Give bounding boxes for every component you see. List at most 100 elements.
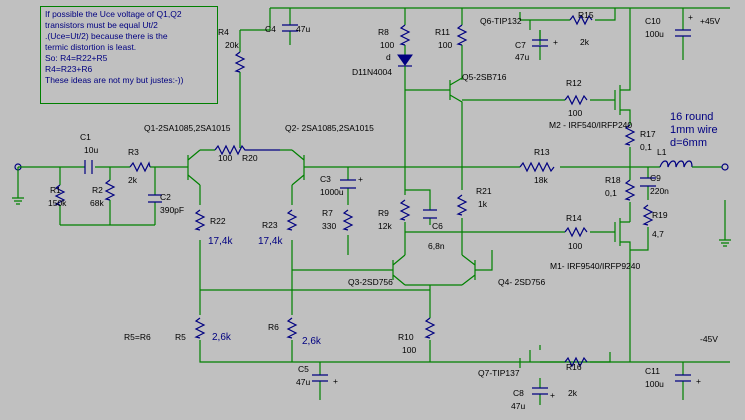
c9-label: C9 <box>650 173 661 183</box>
r9-node <box>404 222 462 255</box>
r11-label: R11 <box>435 27 450 37</box>
q4-label: Q4- 2SD756 <box>498 277 546 287</box>
c4-c5-wires <box>289 8 321 400</box>
r21-resistor <box>456 194 468 216</box>
c3-capacitor <box>340 179 356 189</box>
r16-label: R16 <box>566 362 582 372</box>
r16-value: 2k <box>568 388 578 398</box>
r8-suffix: d <box>386 52 391 62</box>
r14-label: R14 <box>566 213 582 223</box>
c11-label: C11 <box>645 366 660 376</box>
c10-plus: + <box>688 12 693 22</box>
c10-label: C10 <box>645 16 661 26</box>
r6-label: R6 <box>268 322 279 332</box>
r22-label: R22 <box>210 216 226 226</box>
r15-resistor <box>569 14 593 26</box>
d1-diode-icon <box>397 54 413 66</box>
negative-supply-label: -45V <box>700 334 718 344</box>
r15-value: 2k <box>580 37 590 47</box>
c7-plus: + <box>553 37 558 47</box>
c3-value: 1000u <box>320 187 344 197</box>
q1-transistor <box>187 149 201 186</box>
c6-wire <box>405 189 431 225</box>
c2-capacitor <box>148 194 162 203</box>
r14-value: 100 <box>568 241 582 251</box>
coil-note-1: 16 round <box>670 111 713 123</box>
r4-to-rail <box>240 8 271 31</box>
note-line: transistors must be equal Ut/2 <box>45 20 158 30</box>
c8-label: C8 <box>513 388 524 398</box>
r3-value: 2k <box>128 175 138 185</box>
mirror-links <box>200 250 493 291</box>
r5-r6-to-rail <box>199 340 293 363</box>
q5-transistor <box>405 77 463 190</box>
r22-resistor <box>194 209 206 231</box>
r13-value: 18k <box>534 175 548 185</box>
input-ground-icon <box>12 167 24 205</box>
r13-label: R13 <box>534 147 550 157</box>
note-line: R4=R23+R6 <box>45 64 93 74</box>
r18-wire <box>629 167 649 251</box>
c5-label: C5 <box>298 364 309 374</box>
c3-label: C3 <box>320 174 331 184</box>
r12-value: 100 <box>568 108 582 118</box>
output-ground-icon <box>719 200 731 247</box>
r2-label: R2 <box>92 185 103 195</box>
r7-value: 330 <box>322 221 336 231</box>
c5-value: 47u <box>296 377 310 387</box>
r8-label: R8 <box>378 27 389 37</box>
l1-inductor <box>659 160 693 168</box>
m2-mosfet <box>614 8 631 125</box>
r14-resistor <box>564 226 588 238</box>
c1-capacitor <box>84 160 93 174</box>
r9-resistor <box>399 199 411 221</box>
c5-plus: + <box>333 376 338 386</box>
c7-capacitor <box>532 39 548 47</box>
c2-value: 390pF <box>160 205 184 215</box>
note-line: So: R4=R22+R5 <box>45 53 108 63</box>
c10-c11-capacitors <box>675 29 691 382</box>
r17-value: 0,1 <box>640 142 652 152</box>
r1-value: 150k <box>48 198 67 208</box>
c6-value: 6,8n <box>428 241 445 251</box>
r19-label: R19 <box>652 210 668 220</box>
r18-label: R18 <box>605 175 621 185</box>
c11-plus: + <box>696 376 701 386</box>
r5-label: R5 <box>175 332 186 342</box>
q3-q4-transistors <box>392 254 476 286</box>
d1-label: D11N4004 <box>352 67 392 77</box>
r19-resistor <box>642 204 654 226</box>
r4-resistor <box>234 51 246 73</box>
l1-label: L1 <box>657 147 667 157</box>
m1-mosfet <box>614 218 631 362</box>
r12-label: R12 <box>566 78 582 88</box>
c4-c5-capacitors <box>282 24 328 382</box>
r11-resistor <box>456 24 468 46</box>
r21-label: R21 <box>476 186 492 196</box>
r16-resistor <box>564 356 588 368</box>
r20-resistor <box>214 144 280 156</box>
q6-label: Q6-TIP132 <box>480 16 522 26</box>
r15-wire <box>520 8 616 21</box>
note-line: If possible the Uce voltage of Q1,Q2 <box>45 9 182 19</box>
note-line: termic distortion is least. <box>45 42 137 52</box>
q7-transistor <box>519 345 541 405</box>
q7-label: Q7-TIP137 <box>478 368 520 378</box>
r17-label: R17 <box>640 129 656 139</box>
r7-resistor <box>342 209 354 231</box>
q5-label: Q5-2SB716 <box>462 72 507 82</box>
r17-resistor <box>624 124 636 146</box>
r22-value: 17,4k <box>208 236 233 247</box>
r8-value: 100 <box>380 40 394 50</box>
r23-resistor <box>286 209 298 231</box>
note-line: These ideas are not my but justes:-)) <box>45 75 184 85</box>
design-note-box: If possible the Uce voltage of Q1,Q2 tra… <box>40 6 218 104</box>
c1-value: 10u <box>84 145 98 155</box>
c9-value: 220n <box>650 186 669 196</box>
r21-value: 1k <box>478 199 488 209</box>
r5-value: 2,6k <box>212 332 232 343</box>
r10-label: R10 <box>398 332 414 342</box>
q3-label: Q3-2SD756 <box>348 277 393 287</box>
c6-capacitor <box>423 209 437 219</box>
